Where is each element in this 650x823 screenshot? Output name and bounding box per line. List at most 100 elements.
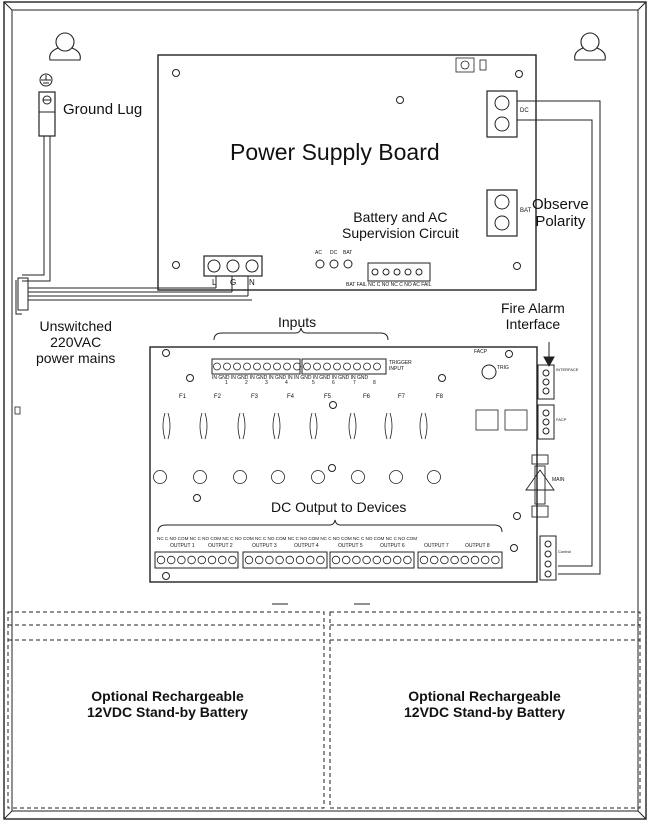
- relay-circles: [153, 470, 441, 484]
- input-screw: [323, 362, 331, 371]
- label-line: Interface: [505, 316, 561, 333]
- input-number-1: 1: [225, 380, 228, 386]
- ground-symbol: [39, 73, 53, 87]
- outputs-brace: [157, 519, 503, 533]
- dc-terminal-label: DC: [520, 108, 529, 114]
- input-screw: [283, 362, 291, 371]
- input-screw: [253, 362, 261, 371]
- fuse-holder: [384, 412, 393, 440]
- output-screw: [450, 555, 459, 565]
- fuse-holder: [419, 412, 428, 440]
- input-screw: [273, 362, 281, 371]
- label-line: 220VAC: [50, 334, 102, 351]
- keyhole-right: [574, 32, 606, 61]
- relay-indicator: [311, 470, 325, 484]
- output-screw: [295, 555, 305, 565]
- output-screw: [362, 555, 371, 565]
- relay-indicator: [233, 470, 247, 484]
- dc-output-label: DC Output to Devices: [271, 499, 407, 515]
- mains-label: Unswitched 220VAC power mains: [36, 318, 115, 366]
- input-number-6: 6: [332, 380, 335, 386]
- battery-right-label: Optional Rechargeable 12VDC Stand-by Bat…: [404, 688, 565, 720]
- battery-left-label: Optional Rechargeable 12VDC Stand-by Bat…: [87, 688, 248, 720]
- input-screw: [243, 362, 251, 371]
- output-screw: [491, 555, 500, 565]
- bat-terminal-label: BAT: [520, 208, 532, 214]
- input-screw: [333, 362, 341, 371]
- fuse-label-8: F8: [436, 394, 444, 400]
- label-line: INPUT: [389, 365, 404, 372]
- observe-polarity-label: Observe Polarity: [532, 196, 589, 231]
- label-line: Observe: [532, 196, 589, 213]
- output-screw: [393, 555, 402, 565]
- output-screw: [244, 555, 254, 565]
- output-label-3: OUTPUT 3: [252, 543, 277, 549]
- fuse-label-2: F2: [214, 394, 222, 400]
- input-screw: [233, 362, 241, 371]
- output-screw: [228, 555, 237, 565]
- keyhole-left: [49, 32, 81, 61]
- input-number-8: 8: [373, 380, 376, 386]
- led-bat-label: BAT: [343, 250, 353, 256]
- output-label-7: OUTPUT 7: [424, 543, 449, 549]
- fuse-holder: [348, 412, 357, 440]
- interface-terminal-label: INTERFACE: [556, 367, 579, 372]
- output-screw: [470, 555, 480, 565]
- input-number-4: 4: [285, 380, 288, 386]
- label-line: Battery and AC: [353, 209, 448, 225]
- label-line: TRIGGER: [389, 360, 412, 366]
- output-screw: [306, 555, 315, 565]
- input-screw: [293, 362, 301, 371]
- label-line: power mains: [36, 350, 116, 367]
- controller-board: [149, 346, 557, 583]
- input-screw: [263, 362, 271, 371]
- output-screw: [275, 555, 284, 565]
- led-ac-label: AC: [315, 250, 322, 256]
- output-screw: [440, 555, 449, 565]
- control-terminal-label: Control: [558, 549, 571, 554]
- output-screw: [316, 555, 325, 565]
- output-screw: [207, 555, 217, 565]
- dc-control-cable: [517, 100, 601, 575]
- output-screw: [217, 555, 227, 565]
- battery-compartment: [7, 611, 641, 809]
- fuse-label-6: F6: [363, 394, 371, 400]
- led-dc-label: DC: [330, 250, 338, 256]
- output-screw: [187, 555, 196, 565]
- input-pins: IN GND IN GND IN GND IN GND IN IN GND IN…: [212, 375, 369, 381]
- output-screw: [352, 555, 361, 565]
- inputs-label: Inputs: [278, 314, 317, 330]
- mains-wires: [15, 276, 252, 315]
- terminal-n: N: [249, 278, 255, 287]
- fuse-holder: [199, 412, 208, 440]
- power-supply-board: [157, 54, 537, 291]
- output-screw: [166, 555, 176, 565]
- fuse-glyphs: [162, 412, 428, 440]
- fuse-label-7: F7: [398, 394, 406, 400]
- facp-label: FACP: [474, 349, 488, 355]
- input-screw: [223, 362, 231, 371]
- trig-label: TRIG: [497, 365, 509, 371]
- label-line: Unswitched: [39, 318, 112, 334]
- label-line: Supervision Circuit: [342, 225, 459, 242]
- terminal-g: G: [230, 278, 237, 287]
- output-pins: NC C NO COM NC C NO COM NC C NO COM NC C…: [157, 536, 418, 541]
- output-label-4: OUTPUT 4: [294, 543, 319, 549]
- output-screw: [460, 555, 469, 565]
- relay-indicator: [271, 470, 285, 484]
- fuse-holder: [272, 412, 281, 440]
- input-number-5: 5: [312, 380, 315, 386]
- output-screw: [265, 555, 274, 565]
- input-terminal-screws: [213, 362, 381, 371]
- label-line: Optional Rechargeable: [91, 688, 244, 704]
- output-terminal-screws: [156, 555, 500, 565]
- fuse-holder: [162, 412, 171, 440]
- terminal-l: L: [212, 278, 217, 287]
- label-line: Optional Rechargeable: [408, 688, 561, 704]
- input-number-7: 7: [353, 380, 356, 386]
- fuse-holder: [309, 412, 318, 440]
- trigger-input-label: TRIGGER INPUT: [389, 360, 412, 373]
- input-screw: [303, 362, 311, 371]
- output-label-8: OUTPUT 8: [465, 543, 490, 549]
- ground-lug-label: Ground Lug: [63, 101, 143, 118]
